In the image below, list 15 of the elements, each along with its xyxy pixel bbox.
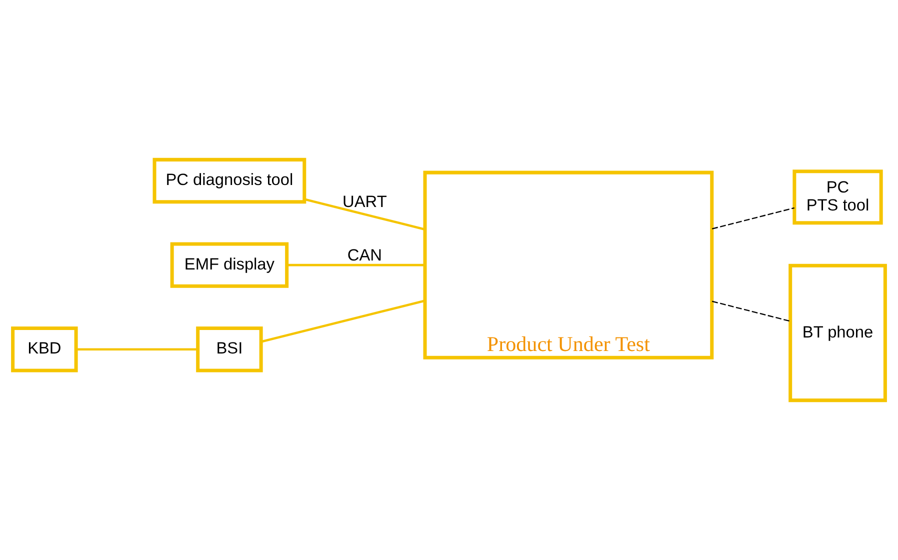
node-box: KBD [11,326,78,372]
connector [76,348,198,351]
connector [712,207,794,230]
connector [712,300,790,322]
connector [286,264,425,266]
connector [260,300,426,343]
node-box: Product Under Test [423,170,714,360]
node-box: BT phone [788,264,887,402]
connector [304,198,426,231]
node-box: PC PTS tool [792,170,883,225]
edge-label: CAN [347,246,382,265]
node-box: PC diagnosis tool [152,158,306,204]
edge-label: UART [342,192,387,211]
node-box: EMF display [170,242,289,288]
node-box: BSI [196,326,263,372]
